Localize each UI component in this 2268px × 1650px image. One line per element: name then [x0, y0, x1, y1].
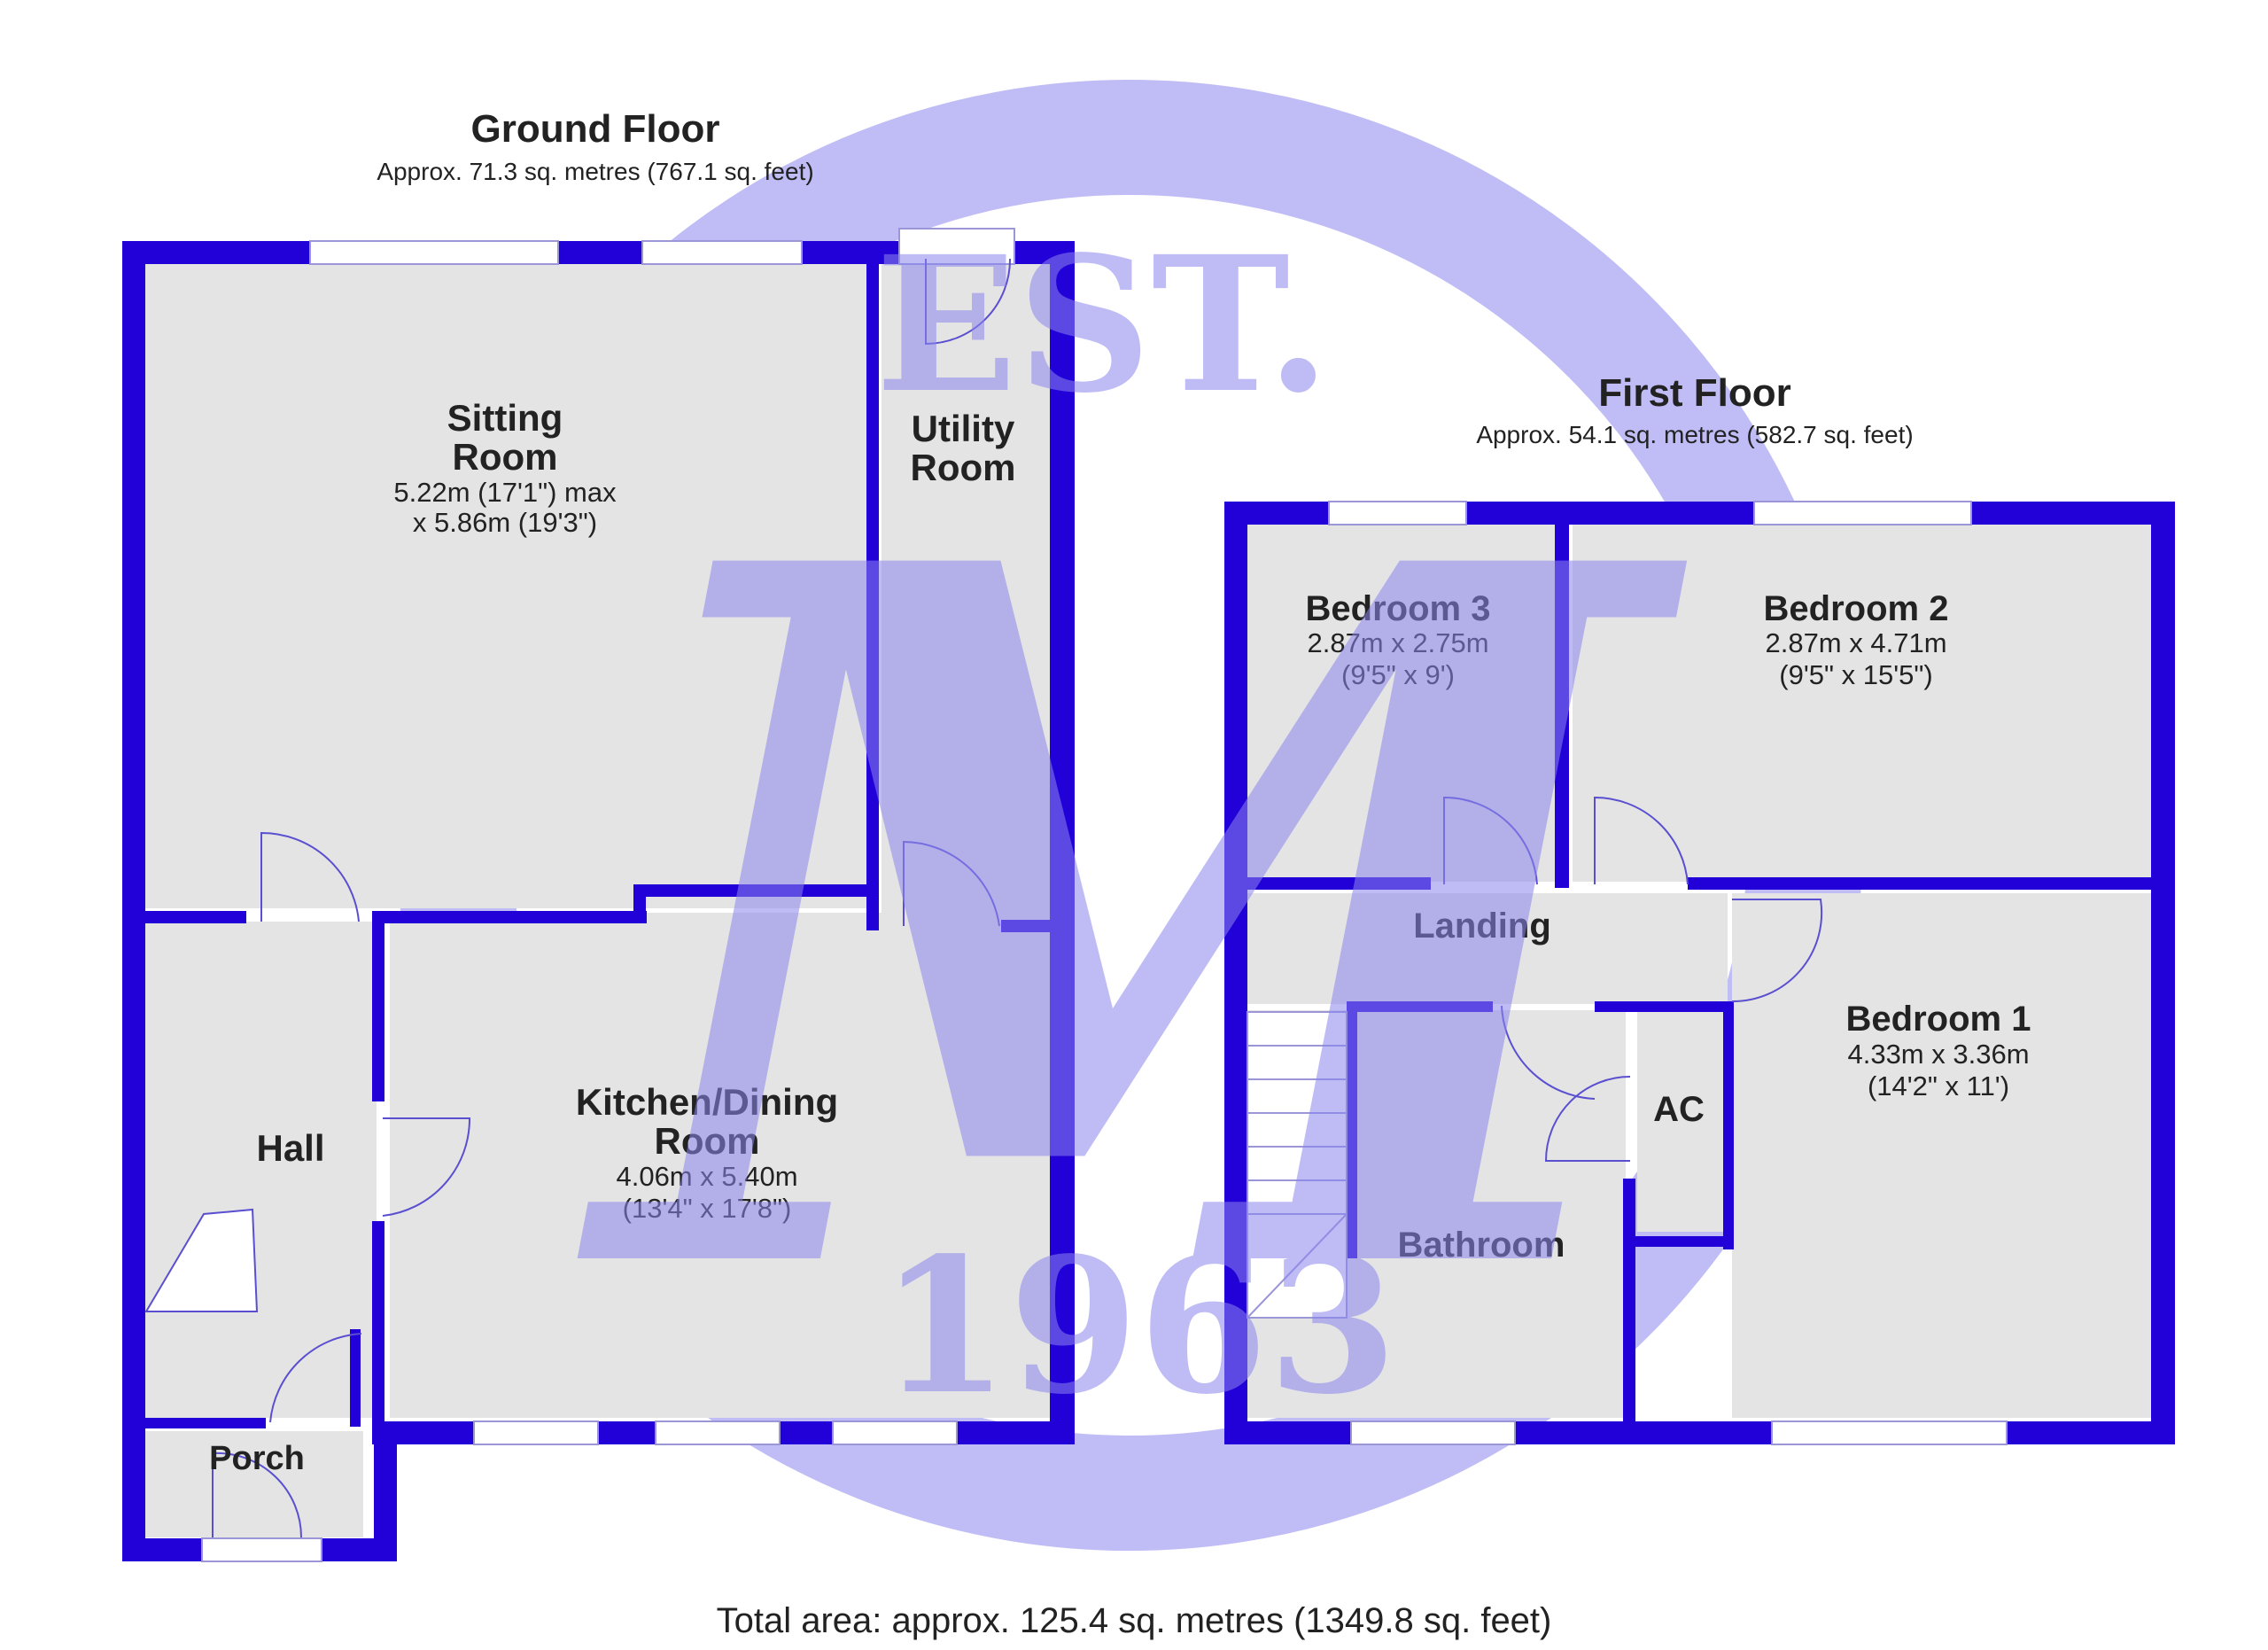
first-floor-windows	[1328, 501, 2008, 1445]
bedroom2-dim-2: (9'5" x 15'5")	[1779, 659, 1932, 690]
hall-stairs-icon	[144, 1208, 259, 1312]
ground-floor-title: Ground Floor	[470, 107, 719, 151]
bedroom3-floor	[1245, 523, 1555, 882]
utility-door-icon	[903, 840, 1000, 927]
ground-floor-area: Approx. 71.3 sq. metres (767.1 sq. feet)	[377, 158, 813, 185]
first-floor-title: First Floor	[1598, 371, 1791, 415]
sitting-room-label-2: Room	[453, 436, 558, 478]
bedroom2-door-icon	[1594, 796, 1689, 885]
bedroom1-label: Bedroom 1	[1846, 1000, 2031, 1039]
kitchen-door-icon	[382, 1117, 471, 1217]
landing-floor	[1245, 893, 1728, 1004]
porch-floor	[142, 1431, 363, 1537]
bathroom-label: Bathroom	[1398, 1226, 1565, 1265]
sitting-room-door-icon	[260, 831, 360, 922]
kitchen-dim-2: (13'4" x 17'8")	[623, 1193, 792, 1224]
ground-floor-doors	[212, 258, 1012, 1538]
bedroom2-label: Bedroom 2	[1764, 589, 1949, 628]
bedroom2-floor	[1573, 523, 2153, 882]
utility-room-floor	[882, 261, 1050, 926]
watermark-est: EST.	[875, 215, 1331, 434]
ac-door-icon	[1544, 1076, 1631, 1162]
sitting-room-dim-2: x 5.86m (19'3")	[413, 507, 597, 538]
kitchen-label-2: Room	[655, 1120, 760, 1162]
kitchen-dim: 4.06m x 5.40m	[616, 1161, 797, 1192]
bedroom1-floor	[1732, 893, 2153, 1418]
sitting-room-label: Sitting	[447, 397, 563, 439]
utility-back-door-icon	[925, 258, 1012, 346]
total-area: Total area: approx. 125.4 sq. metres (13…	[717, 1601, 1552, 1640]
bedroom1-door-icon	[1731, 899, 1823, 1003]
watermark-letter: M	[575, 360, 1697, 1484]
kitchen-label: Kitchen/Dining	[576, 1081, 838, 1123]
kitchen-floor	[390, 913, 1050, 1418]
watermark-text: EST. M 1963	[575, 215, 1697, 1484]
bedroom3-dim-2: (9'5" x 9')	[1341, 659, 1455, 690]
landing-label: Landing	[1413, 907, 1551, 946]
first-floor-doors	[1443, 796, 1823, 1162]
first-floor-plan: First Floor Approx. 54.1 sq. metres (582…	[1224, 371, 2175, 1445]
ground-floor-windows	[201, 228, 1015, 1562]
porch-inner-door-icon	[269, 1333, 362, 1423]
watermark-year: 1963	[880, 1217, 1397, 1436]
first-floor-stairs-icon	[1247, 1011, 1348, 1319]
bedroom3-dim: 2.87m x 2.75m	[1307, 627, 1488, 658]
first-floor-area: Approx. 54.1 sq. metres (582.7 sq. feet)	[1476, 421, 1913, 448]
first-floor-walls	[1224, 502, 2175, 1444]
sitting-room-floor	[142, 261, 866, 908]
ground-floor-plan: Ground Floor Approx. 71.3 sq. metres (76…	[122, 107, 1075, 1562]
bedroom3-door-icon	[1443, 796, 1538, 885]
porch-label: Porch	[209, 1440, 305, 1477]
bedroom1-dim-2: (14'2" x 11')	[1868, 1070, 2009, 1101]
utility-room-label: Utility	[912, 408, 1015, 449]
bedroom2-dim: 2.87m x 4.71m	[1765, 627, 1946, 658]
hall-label: Hall	[256, 1127, 324, 1169]
ac-floor	[1637, 1010, 1730, 1232]
utility-room-label-2: Room	[911, 447, 1016, 488]
hall-floor	[142, 922, 377, 1418]
front-door-icon	[212, 1452, 303, 1538]
sitting-room-dim: 5.22m (17'1") max	[393, 477, 617, 508]
bedroom1-dim: 4.33m x 3.36m	[1847, 1039, 2029, 1070]
ac-label: AC	[1653, 1090, 1705, 1129]
bedroom3-label: Bedroom 3	[1306, 589, 1491, 628]
